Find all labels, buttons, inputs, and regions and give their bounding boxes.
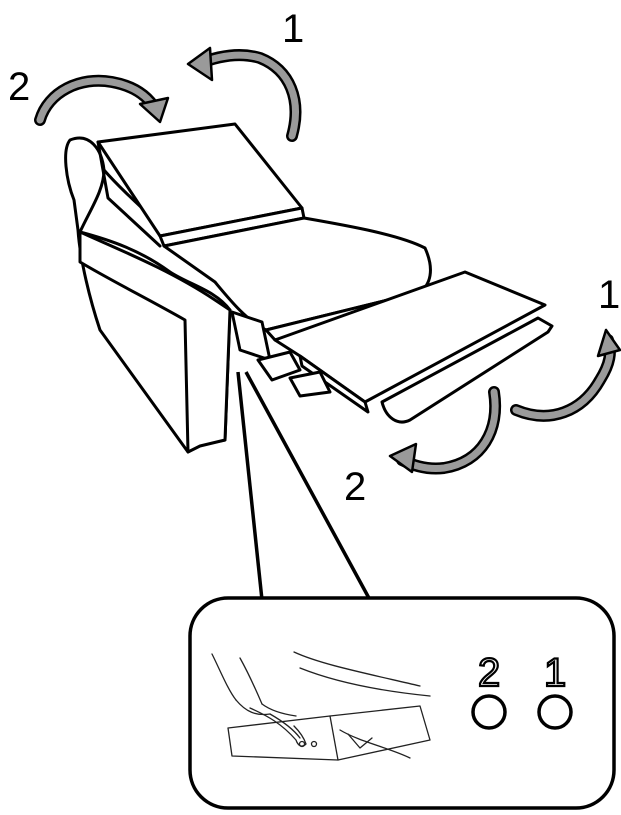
- curved-arrow-icon: [516, 340, 610, 416]
- button-1-label: 1: [544, 651, 566, 695]
- button-2-label: 2: [478, 651, 500, 695]
- arrowhead: [390, 444, 416, 472]
- curved-arrow-icon: [198, 55, 295, 136]
- arrowhead: [188, 48, 212, 80]
- button-inset: 2 1: [190, 598, 614, 808]
- footrest-arrow-2-label: 2: [344, 465, 366, 509]
- curved-arrow-icon: [40, 81, 156, 120]
- footrest-arrow-1-label: 1: [598, 273, 620, 317]
- circle-button-icon-2[interactable]: [473, 696, 505, 728]
- circle-button-icon-1[interactable]: [539, 696, 571, 728]
- headrest-arrow-2-label: 2: [8, 65, 30, 109]
- headrest-arrow-1-label: 1: [282, 7, 304, 51]
- recliner-chair: [66, 124, 552, 452]
- arrowhead: [598, 330, 620, 356]
